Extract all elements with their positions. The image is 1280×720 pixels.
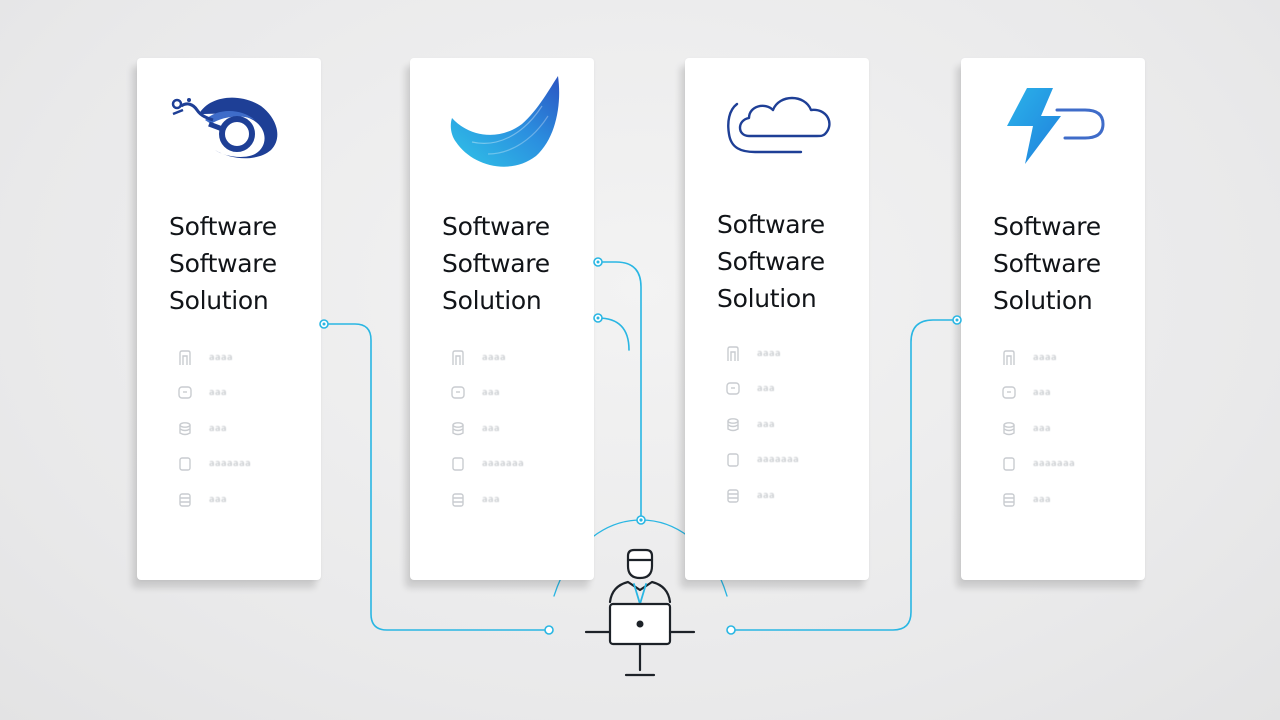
list-item: aaaaaaa xyxy=(177,447,297,483)
box-icon xyxy=(1003,457,1015,471)
solution-card-2[interactable]: Software Software Solution aaaa aaa aaa … xyxy=(410,58,594,580)
list-item: aaa xyxy=(1001,411,1121,447)
user-icon xyxy=(179,350,191,365)
card-title: Software Software Solution xyxy=(169,212,277,315)
list-item: aaa xyxy=(450,482,570,518)
list-item: aaa xyxy=(725,372,845,408)
list-item: aaa xyxy=(177,411,297,447)
feature-label: aaaa xyxy=(482,352,507,363)
list-item: aaaaaaa xyxy=(1001,447,1121,483)
feature-label: aaa xyxy=(482,423,501,434)
list-item: aaa xyxy=(725,478,845,514)
chat-icon xyxy=(1002,386,1016,399)
stack-icon xyxy=(179,493,191,507)
wave-leaf-logo-icon xyxy=(450,76,560,167)
feature-label: aaa xyxy=(209,388,228,399)
database-icon xyxy=(727,417,739,431)
list-item: aaaa xyxy=(725,336,845,372)
list-item: aaa xyxy=(177,376,297,412)
stack-icon xyxy=(1003,493,1015,507)
list-item: aaaa xyxy=(1001,340,1121,376)
user-icon xyxy=(1003,350,1015,365)
feature-label: aaa xyxy=(1033,388,1052,399)
database-icon xyxy=(1003,421,1015,435)
feature-label: aaa xyxy=(757,419,776,430)
list-item: aaa xyxy=(450,411,570,447)
feature-list: aaaa aaa aaa aaaaaaa aaa xyxy=(1001,340,1121,518)
list-item: aaaaaaa xyxy=(450,447,570,483)
list-item: aaaaaaa xyxy=(725,443,845,479)
list-item: aaa xyxy=(1001,376,1121,412)
box-icon xyxy=(727,453,739,467)
connector-card-4 xyxy=(730,319,958,631)
feature-label: aaaa xyxy=(209,352,234,363)
chat-icon xyxy=(178,386,192,399)
list-item: aaa xyxy=(450,376,570,412)
list-item: aaa xyxy=(1001,482,1121,518)
stack-icon xyxy=(727,489,739,503)
feature-label: aaa xyxy=(757,384,776,395)
solution-card-1[interactable]: Software Software Solution aaaa aaa aaa … xyxy=(137,58,321,580)
user-icon xyxy=(452,350,464,365)
feature-label: aaa xyxy=(482,388,501,399)
card-title: Software Software Solution xyxy=(717,210,825,313)
box-icon xyxy=(179,457,191,471)
stack-icon xyxy=(452,493,464,507)
feature-label: aaa xyxy=(757,490,776,501)
feature-label: aaaaaaa xyxy=(757,455,800,466)
list-item: aaa xyxy=(725,407,845,443)
feature-label: aaaa xyxy=(757,348,782,359)
feature-list: aaaa aaa aaa aaaaaaa aaa xyxy=(450,340,570,518)
feature-label: aaaaaaa xyxy=(209,459,252,470)
user-icon xyxy=(727,346,739,361)
lightning-logo-icon xyxy=(1007,88,1105,164)
database-icon xyxy=(179,421,191,435)
feature-label: aaaaaaa xyxy=(482,459,525,470)
feature-list: aaaa aaa aaa aaaaaaa aaa xyxy=(177,340,297,518)
connector-card-2-upper xyxy=(597,261,642,520)
feature-label: aaa xyxy=(482,494,501,505)
chat-icon xyxy=(726,382,740,395)
list-item: aaaa xyxy=(177,340,297,376)
feature-label: aaa xyxy=(209,494,228,505)
solution-card-4[interactable]: Software Software Solution aaaa aaa aaa … xyxy=(961,58,1145,580)
feature-label: aaaaaaa xyxy=(1033,459,1076,470)
chat-icon xyxy=(451,386,465,399)
feature-label: aaa xyxy=(1033,423,1052,434)
feature-list: aaaa aaa aaa aaaaaaa aaa xyxy=(725,336,845,514)
database-icon xyxy=(452,421,464,435)
feature-label: aaa xyxy=(1033,494,1052,505)
connector-dot xyxy=(726,625,736,635)
feature-label: aaaa xyxy=(1033,352,1058,363)
card-title: Software Software Solution xyxy=(442,212,550,315)
cloud-logo-icon xyxy=(727,96,831,154)
feature-label: aaa xyxy=(209,423,228,434)
card-title: Software Software Solution xyxy=(993,212,1101,315)
connector-card-1 xyxy=(323,323,550,631)
gear-swirl-logo-icon xyxy=(171,97,278,159)
list-item: aaa xyxy=(177,482,297,518)
list-item: aaaa xyxy=(450,340,570,376)
connector-dot xyxy=(544,625,554,635)
box-icon xyxy=(452,457,464,471)
solution-card-3[interactable]: Software Software Solution aaaa aaa aaa … xyxy=(685,58,869,580)
connector-card-2-lower xyxy=(597,317,630,351)
